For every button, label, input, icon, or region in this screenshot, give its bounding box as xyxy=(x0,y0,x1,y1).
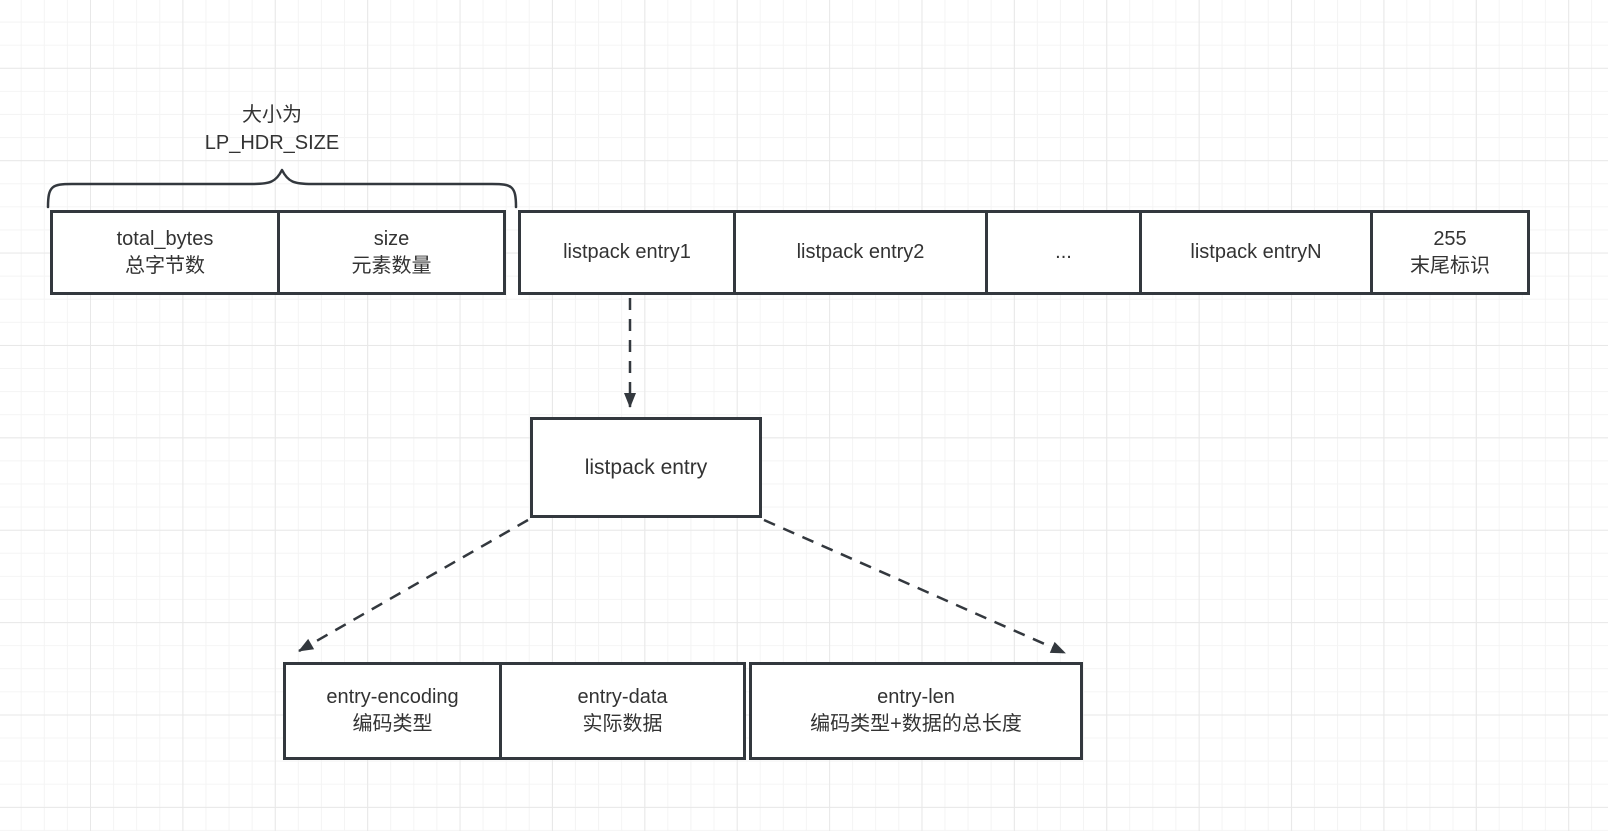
cell-title: listpack entry xyxy=(584,456,708,479)
lp-hdr-size-annotation: 大小为 LP_HDR_SIZE xyxy=(132,101,412,157)
cell-title: listpack entry2 xyxy=(796,241,925,263)
cell-title: 255 xyxy=(1433,227,1467,250)
cell-title: ... xyxy=(1055,241,1072,263)
header-cell-ellipsis: ... xyxy=(985,210,1142,295)
detail-cell-entry-data: entry-data 实际数据 xyxy=(499,662,746,760)
cell-subtitle: 元素数量 xyxy=(351,254,432,277)
cell-subtitle: 实际数据 xyxy=(582,713,663,735)
listpack-entry-box: listpack entry xyxy=(530,417,762,518)
header-cell-listpack-entry1: listpack entry1 xyxy=(518,210,736,295)
header-cell-listpack-entry2: listpack entry2 xyxy=(733,210,988,295)
header-cell-size: size 元素数量 xyxy=(277,210,506,295)
cell-title: entry-len xyxy=(877,686,955,708)
dashed-arrow-listpack-entry-to-detail-right xyxy=(763,518,1066,655)
header-cell-end-marker-255: 255 末尾标识 xyxy=(1370,210,1530,295)
dashed-arrow-listpack-entry-to-detail-left xyxy=(298,518,529,653)
annotation-line-1: 大小为 xyxy=(242,104,302,126)
cell-title: size xyxy=(373,227,410,250)
lp-hdr-size-brace xyxy=(46,168,518,209)
header-cell-listpack-entryN: listpack entryN xyxy=(1139,210,1373,295)
cell-subtitle: 编码类型+数据的总长度 xyxy=(810,713,1022,735)
detail-cell-entry-encoding: entry-encoding 编码类型 xyxy=(283,662,502,760)
cell-title: listpack entry1 xyxy=(563,241,691,263)
annotation-line-2: LP_HDR_SIZE xyxy=(204,132,340,154)
cell-title: entry-data xyxy=(577,686,668,708)
cell-title: entry-encoding xyxy=(326,686,459,708)
cell-subtitle: 总字节数 xyxy=(125,254,205,277)
header-cell-total-bytes: total_bytes 总字节数 xyxy=(50,210,280,295)
detail-cell-entry-len: entry-len 编码类型+数据的总长度 xyxy=(749,662,1083,760)
cell-title: total_bytes xyxy=(116,227,214,250)
cell-subtitle: 编码类型 xyxy=(352,713,433,735)
cell-subtitle: 末尾标识 xyxy=(1410,254,1490,277)
cell-title: listpack entryN xyxy=(1190,241,1322,263)
